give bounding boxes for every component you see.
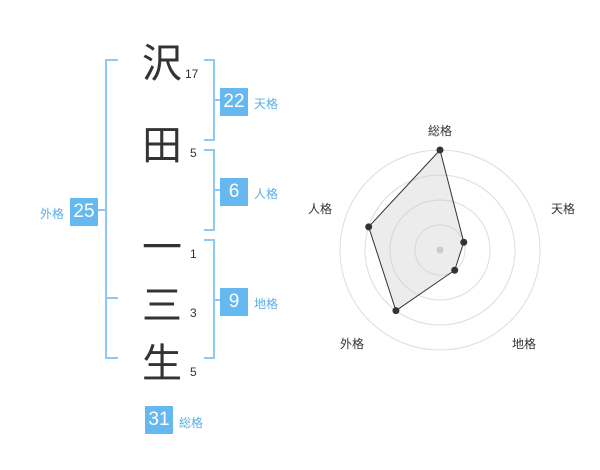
name-char-4: 三 (142, 283, 182, 329)
radar-point-5 (365, 223, 373, 231)
radar-axis-label-soukaku: 総格 (428, 124, 453, 138)
tenkaku-label: 天格 (254, 97, 279, 111)
jinkaku-label: 人格 (254, 187, 279, 201)
radar-point-4 (392, 307, 400, 315)
chikaku-value: 9 (220, 288, 248, 316)
radar-polygon (368, 148, 465, 312)
name-char-5: 生 (142, 341, 182, 387)
name-char-2: 田 (142, 123, 182, 169)
name-char-1: 沢 (142, 41, 182, 87)
stroke-count-3: 1 (190, 247, 197, 261)
stroke-count-5: 5 (190, 365, 197, 379)
radar-point-3 (451, 266, 459, 274)
radar-axis-label-chikaku: 地格 (512, 337, 537, 351)
soukaku-label: 総格 (179, 416, 204, 430)
chikaku-label: 地格 (254, 297, 279, 311)
radar-axis-label-gaikaku: 外格 (340, 337, 365, 351)
radar-center-dot (436, 246, 444, 254)
jinkaku-value: 6 (220, 178, 248, 206)
stroke-count-2: 5 (190, 146, 197, 160)
gaikaku-value: 25 (70, 198, 98, 226)
radar-point-1 (436, 146, 444, 154)
soukaku-value: 31 (145, 406, 173, 434)
radar-point-2 (460, 238, 468, 246)
radar-ring (414, 224, 466, 276)
name-char-3: 一 (142, 225, 182, 271)
radar-ring (364, 174, 516, 326)
stroke-count-1: 17 (185, 67, 199, 81)
stroke-count-4: 3 (190, 306, 197, 320)
radar-axis-label-jinkaku: 人格 (308, 202, 333, 216)
tenkaku-value: 22 (220, 88, 248, 116)
gaikaku-label: 外格 (40, 207, 65, 221)
radar-axis-label-tenkaku: 天格 (551, 202, 576, 216)
radar-ring (389, 199, 491, 301)
